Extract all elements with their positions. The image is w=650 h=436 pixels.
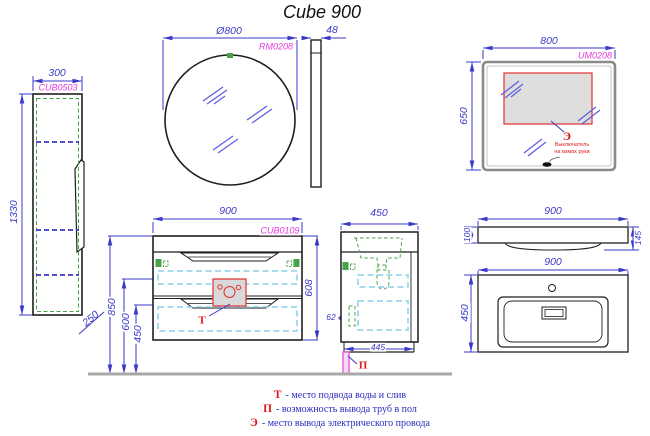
rect-mirror-height-dim: 650 — [457, 106, 470, 126]
sink-front-width-dim: 900 — [543, 204, 563, 217]
rect-mirror-model-label: UM0208 — [576, 50, 614, 61]
vanity-supply-height-dim: 600 — [119, 312, 132, 332]
electric-marker: Э — [562, 129, 572, 143]
legend-row-water: Т- место подвода воды и слив — [20, 389, 650, 403]
sink-front-body — [477, 226, 629, 251]
legend-row-electric: Э- место вывода электрического провода — [20, 417, 650, 431]
vanity-side-hinge — [342, 262, 356, 270]
sink-plan-depth-dim: 450 — [458, 303, 471, 323]
tall-cabinet-model-label: CUB0503 — [37, 82, 79, 93]
vanity-front-hinges — [155, 259, 300, 267]
vanity-body-height-dim: 608 — [302, 278, 315, 298]
legend-text-pipes: - возможность вывода труб в пол — [276, 404, 417, 415]
sink-plan-body — [477, 274, 629, 353]
sink-plan-width-dim: 900 — [543, 255, 563, 268]
legend-symbol-water: Т — [273, 389, 282, 401]
round-mirror-hanger — [227, 53, 233, 58]
switch-note-line1: Выключатель — [554, 142, 590, 148]
vanity-model-label: CUB0109 — [259, 225, 301, 236]
legend-row-pipes: П- возможность вывода труб в пол — [20, 403, 650, 417]
sink-plan-dim-lines — [464, 267, 629, 353]
vanity-total-height-dim: 850 — [105, 297, 118, 317]
tall-cabinet-height-dim: 1330 — [7, 199, 20, 225]
tall-cabinet-width-dim: 300 — [47, 66, 67, 79]
legend-symbol-electric: Э — [250, 417, 258, 429]
rect-mirror-width-dim: 800 — [539, 34, 559, 47]
floor-pipe-outlet — [342, 351, 350, 375]
water-supply-zone — [212, 278, 247, 307]
tall-cabinet-body — [32, 93, 85, 316]
switch-note-line2: на взмах руки — [554, 148, 590, 155]
legend-text-water: - место подвода воды и слив — [285, 390, 407, 401]
pipe-marker: П — [358, 359, 368, 372]
legend-symbol-pipes: П — [263, 403, 273, 415]
plinth-depth-dim: 445 — [369, 341, 387, 352]
clip-height-dim: 62 — [325, 311, 337, 322]
round-mirror-diameter-dim: Ø800 — [215, 24, 243, 37]
tall-cabinet-dim-lines — [19, 76, 105, 335]
switch-sensor-symbol — [542, 162, 552, 167]
water-marker-pointer — [208, 303, 231, 317]
round-mirror-body — [164, 54, 296, 186]
vanity-side-basin-siphon — [348, 237, 403, 327]
vanity-side-body — [340, 231, 419, 353]
electric-marker-pointer — [550, 120, 565, 133]
vanity-drain-height-dim: 450 — [131, 324, 144, 344]
vanity-width-dim: 900 — [218, 204, 238, 217]
round-mirror-reflections — [202, 86, 273, 154]
mirror-profile — [310, 39, 322, 188]
water-marker: Т — [198, 314, 206, 327]
round-mirror-dim-lines — [162, 35, 298, 110]
rect-mirror-reflections — [500, 80, 601, 157]
switch-note: Выключатель на взмах руки — [554, 142, 589, 155]
legend-text-electric: - место вывода электрического провода — [261, 418, 430, 429]
rect-mirror-backlight-zone — [503, 72, 593, 125]
vanity-depth-dim: 450 — [369, 206, 389, 219]
legend: Т- место подвода воды и слив П- возможно… — [20, 389, 650, 431]
round-mirror-model-label: RM0208 — [257, 41, 295, 52]
sink-total-height-dim: 145 — [632, 229, 643, 247]
tall-cabinet-shelves — [36, 141, 79, 276]
tall-cabinet-inner-outline — [36, 98, 79, 312]
vanity-side-drawer-boxes — [357, 274, 409, 331]
mirror-thickness-dim: 48 — [325, 23, 339, 36]
switch-sensor-pointer — [549, 156, 561, 163]
sink-edge-height-dim: 100 — [461, 226, 472, 244]
pipe-marker-pointer — [347, 355, 358, 365]
page-title: Cube 900 — [282, 2, 362, 22]
rect-mirror-dim-lines — [466, 45, 616, 171]
